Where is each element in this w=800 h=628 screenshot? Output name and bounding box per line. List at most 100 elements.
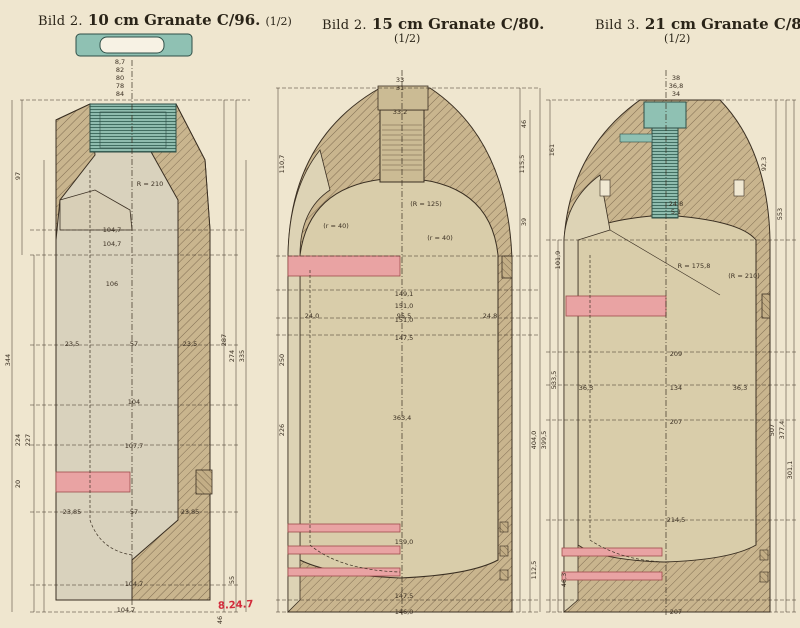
shell-1-dimension-lines	[20, 99, 250, 613]
shell-2-dim-label: 404,0	[530, 431, 538, 450]
shell-2-cavity	[299, 177, 499, 579]
shell-1-dim-label: 46	[216, 616, 224, 624]
shell-2-dim-label: 159,0	[395, 538, 414, 546]
shell-1-rotating-band	[55, 471, 131, 493]
plate-3-title: Bild 3. 21 cm Granate C/80.	[595, 14, 800, 33]
shell-3-dim-label: 553	[776, 208, 784, 220]
shell-3-dim-label: 92,3	[760, 157, 768, 171]
shell-2-dim-label: 39	[520, 218, 528, 226]
shell-3-dim-label: 36,3	[733, 384, 747, 392]
shell-3-dim-label: 38	[672, 74, 680, 82]
plate-3-caliber: 21 cm	[644, 15, 697, 33]
shell-2-dimension-lines	[276, 87, 540, 613]
shell-2-dim-label: 110,7	[278, 155, 286, 174]
shell-3-dim-label: (R = 210)	[728, 272, 760, 280]
shell-2-dim-label: 151,0	[395, 302, 414, 310]
shell-3-dim-label: 46,3	[560, 573, 568, 587]
shell-2-dim-label: 147,5	[395, 592, 414, 600]
shell-2	[276, 70, 541, 615]
plate-3-name: Granate C/80.	[701, 15, 800, 33]
shell-2-band-lower-3	[287, 567, 401, 577]
shell-2-dim-label: (R = 125)	[410, 200, 442, 208]
shell-3-dim-label: 36,8	[669, 82, 683, 90]
plate-1-name: Granate C/96.	[144, 11, 261, 29]
shell-3-fuse-thread	[651, 127, 679, 219]
shell-1-dim-label: 104,7	[117, 606, 136, 614]
shell-1-dim-label: 80	[116, 74, 124, 82]
shell-3-dim-label: R = 175,8	[678, 262, 711, 270]
shell-1-vertical-dims	[11, 100, 247, 612]
shell-2-dim-label: 33	[396, 76, 404, 84]
shell-3-dim-label: 161	[548, 144, 556, 156]
shell-1-dim-label: 224	[14, 434, 22, 446]
shell-1-dim-label: R = 210	[137, 180, 164, 188]
shell-1-dim-label: 274	[228, 350, 236, 362]
shell-1-dim-label: 23,85	[63, 508, 82, 516]
plate-1-bild: Bild 2.	[38, 14, 83, 29]
shell-2-band-upper	[287, 255, 401, 277]
shell-1	[11, 33, 250, 613]
shell-1-dim-label: 104	[128, 398, 140, 406]
shell-2-dim-label: 250	[278, 354, 286, 366]
shell-2-dim-label: 31	[396, 84, 404, 92]
shell-3-dim-label: 134	[670, 384, 682, 392]
shell-3-dim-label: 101,9	[554, 251, 562, 270]
shell-3-band-lower-2	[561, 571, 663, 581]
shell-1-dim-label: 57	[130, 340, 138, 348]
shell-2-vertical-dims	[277, 88, 541, 612]
shell-2-dim-label: 149,1	[395, 290, 414, 298]
shell-1-dim-label: 344	[4, 354, 12, 366]
shell-1-dim-label: 104,7	[103, 240, 122, 248]
shell-3-dim-label: 507	[768, 424, 776, 436]
shell-2-dim-label: 147,5	[395, 334, 414, 342]
shell-1-dim-label: 287	[220, 334, 228, 346]
shell-3-dim-label: 5,1	[671, 208, 681, 216]
shell-1-dim-label: 97	[14, 172, 22, 180]
plate-3-bild: Bild 3.	[595, 18, 640, 33]
shell-3-band-lower-1	[561, 547, 663, 557]
shell-1-dim-label: 23,85	[181, 508, 200, 516]
plate-2-name: Granate C/80.	[428, 15, 545, 33]
shell-3-dim-label: 207	[670, 608, 682, 616]
plate-3-scale: (1/2)	[664, 32, 691, 45]
shell-2-dim-label: 363,4	[393, 414, 412, 422]
shell-2-dim-label: 115,5	[518, 155, 526, 174]
plate-1-scale: (1/2)	[265, 15, 292, 28]
shell-3-dim-label: 207	[670, 418, 682, 426]
shell-1-dim-label: 82	[116, 66, 124, 74]
shell-3-cavity	[577, 214, 757, 563]
shell-2-dim-label: 24,0	[305, 312, 319, 320]
shell-3-dim-label: 24,8	[669, 200, 683, 208]
shell-2-band-lower-1	[287, 523, 401, 533]
shell-3-dim-label: 214,5	[667, 516, 686, 524]
shell-1-dim-label: 104,7	[125, 580, 144, 588]
shell-2-dim-label: 95,5	[397, 312, 411, 320]
shell-3-vertical-dims	[549, 100, 795, 612]
shell-1-dim-label: 55	[228, 576, 236, 584]
plate-2-title: Bild 2. 15 cm Granate C/80.	[322, 14, 544, 33]
shell-1-dim-label: 104,7	[103, 226, 122, 234]
shell-3-dim-label: 34	[672, 90, 680, 98]
plate-1-title: Bild 2. 10 cm Granate C/96. (1/2)	[38, 10, 292, 29]
shell-1-dim-label: 23,5	[183, 340, 197, 348]
shell-3-dim-label: 301,1	[786, 461, 794, 480]
shell-1-dim-label: 227	[24, 434, 32, 446]
shell-3-dim-label: 377,4	[778, 421, 786, 440]
shell-1-dim-label: 23,5	[65, 340, 79, 348]
plate-2-bild: Bild 2.	[322, 18, 367, 33]
stamp: 8.24.7	[217, 599, 254, 612]
shell-2-dim-label: 226	[278, 424, 286, 436]
shell-3	[546, 70, 796, 615]
shell-3-band-upper	[565, 295, 667, 317]
plate-2-caliber: 15 cm	[371, 15, 424, 33]
plate-1-caliber: 10 cm	[87, 11, 140, 29]
shell-3-dim-label: 209	[670, 350, 682, 358]
shell-1-dim-label: 335	[238, 350, 246, 362]
shell-2-dim-label: 151,0	[395, 316, 414, 324]
shell-1-dim-label: 106	[106, 280, 118, 288]
shell-1-dim-label: 78	[116, 82, 124, 90]
shell-1-dim-label: 107,7	[125, 442, 144, 450]
shell-3-fuse-head	[643, 101, 687, 129]
